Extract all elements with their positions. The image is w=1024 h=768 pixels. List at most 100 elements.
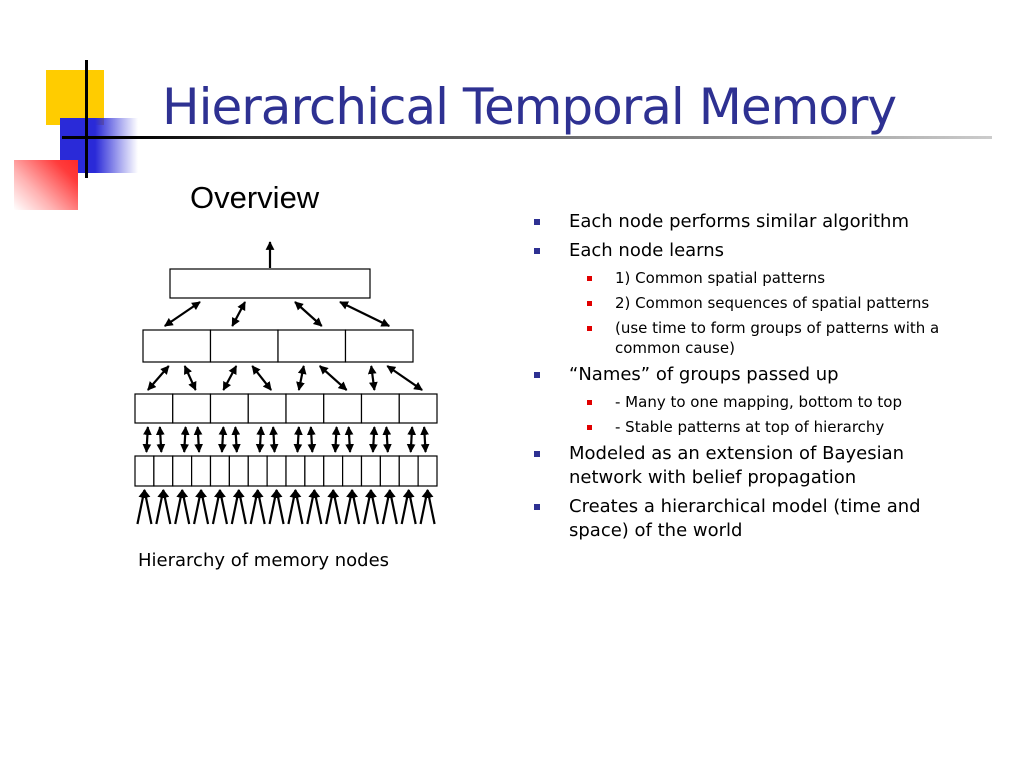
level4-node [398,455,419,487]
level3-node [134,393,174,424]
input-arrow [311,489,323,525]
input-arrow [179,489,191,525]
level3-node [209,393,249,424]
sub-bullet-item: - Stable patterns at top of hierarchy [530,417,950,437]
input-arrow [306,489,318,525]
input-arrow [160,489,172,525]
input-arrow [362,489,374,525]
level4-node [266,455,287,487]
level2-node [277,329,347,363]
input-arrow [400,489,412,525]
input-arrow [405,489,417,525]
bullet-item: Creates a hierarchical model (time and s… [530,495,950,543]
input-arrow [349,489,361,525]
level3-node [398,393,438,424]
level3-node [172,393,212,424]
bidirectional-arrow [193,426,204,453]
bidirectional-arrow [331,426,341,453]
decorative-vertical-line [85,60,88,178]
input-arrow [287,489,299,525]
input-arrow [141,489,153,525]
level3-node [323,393,363,424]
sub-bullet-item: 2) Common sequences of spatial patterns [530,293,950,313]
bullet-item: Each node learns [530,239,950,263]
bidirectional-arrow [231,301,246,327]
sub-bullet-item: - Many to one mapping, bottom to top [530,392,950,412]
bidirectional-arrow [368,426,379,453]
input-arrow [419,489,431,525]
bidirectional-arrow [406,426,417,453]
input-arrow [254,489,266,525]
figure-caption: Hierarchy of memory nodes [138,550,390,571]
level3-node [285,393,325,424]
bidirectional-arrow [147,365,170,391]
bidirectional-arrow [255,426,266,453]
level4-node [323,455,344,487]
input-arrow [136,489,148,525]
input-arrow [292,489,304,525]
input-arrow [330,489,342,525]
input-arrow [155,489,167,525]
bidirectional-arrow [296,365,307,391]
level4-node [379,455,400,487]
input-arrow [198,489,210,525]
input-arrow [174,489,185,525]
bidirectional-arrow [367,365,378,391]
bullet-item: Each node performs similar algorithm [530,210,950,234]
level3-node [360,393,400,424]
bidirectional-arrow [251,365,272,391]
input-arrow [273,489,285,525]
hierarchy-diagram [134,241,438,525]
level4-node [247,455,268,487]
sub-bullet-item: 1) Common spatial patterns [530,268,950,288]
input-arrow [387,489,398,525]
bidirectional-arrow [420,426,430,453]
bidirectional-arrow [183,365,197,391]
level4-node [134,455,155,487]
input-arrow [211,489,223,525]
input-arrow [424,489,436,525]
input-arrow [249,489,261,525]
bidirectional-arrow [382,426,392,453]
bidirectional-arrow [164,301,201,327]
top-node [169,268,371,299]
input-arrow [217,489,229,525]
level2-node [209,329,279,363]
bidirectional-arrow [217,426,228,453]
bullet-item: Modeled as an extension of Bayesian netw… [530,442,950,490]
level4-node [172,455,193,487]
input-arrow [343,489,355,525]
level4-node [342,455,363,487]
bullet-item: “Names” of groups passed up [530,363,950,387]
bidirectional-arrow [269,426,279,453]
level4-node [304,455,325,487]
input-arrow [368,489,380,525]
level2-node [142,329,212,363]
bidirectional-arrow [339,301,391,327]
level2-node [344,329,414,363]
level4-node [417,455,438,487]
slide-subtitle: Overview [190,180,320,215]
slide-title: Hierarchical Temporal Memory [162,78,897,136]
level4-node [209,455,230,487]
bidirectional-arrow [231,426,241,453]
level4-node [153,455,174,487]
input-arrow [236,489,247,525]
bidirectional-arrow [155,426,166,453]
input-arrow [325,489,336,525]
bidirectional-arrow [306,426,317,453]
level4-node [228,455,249,487]
bidirectional-arrow [142,426,152,453]
bidirectional-arrow [386,365,423,391]
bidirectional-arrow [319,365,348,391]
bidirectional-arrow [344,426,355,453]
title-underline [62,136,992,139]
level4-node [191,455,212,487]
level4-node [360,455,381,487]
bidirectional-arrow [222,365,238,391]
decorative-red-square [14,160,78,210]
sub-bullet-item: (use time to form groups of patterns wit… [530,318,950,358]
input-arrow [381,489,393,525]
input-arrow [192,489,204,525]
